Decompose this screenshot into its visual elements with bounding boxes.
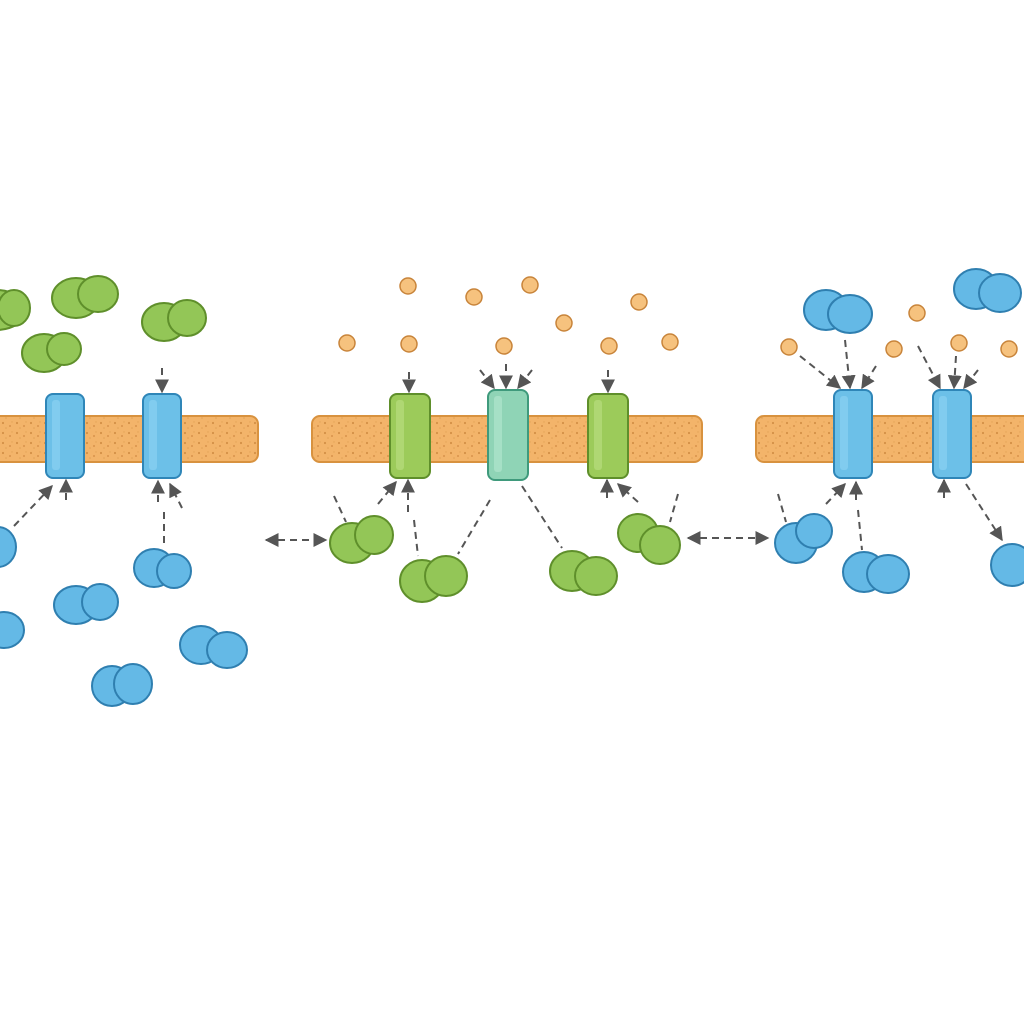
ion (630, 293, 648, 311)
ion (338, 334, 356, 352)
ion (555, 314, 573, 332)
blue-molecule (842, 551, 910, 594)
transport-arrow (841, 339, 856, 390)
panel-middle (311, 276, 703, 603)
transport-line (857, 509, 863, 551)
blue-molecule (953, 268, 1022, 313)
green-molecule (549, 550, 618, 596)
lipid-membrane (755, 415, 1024, 463)
ion (521, 276, 539, 294)
blue-molecule (179, 625, 248, 669)
blue-molecule (91, 663, 153, 707)
transport-arrow (963, 369, 979, 390)
green-molecule (399, 555, 468, 603)
transport-line (777, 493, 787, 523)
green-molecule (329, 515, 394, 564)
transport-line (669, 493, 679, 523)
ion (495, 337, 513, 355)
green-molecule (51, 275, 119, 319)
green-molecule (141, 299, 207, 342)
blue-molecule (774, 513, 833, 564)
transport-arrow (965, 483, 1003, 542)
green-molecule (21, 332, 82, 373)
blue-molecule (53, 583, 119, 625)
blue-molecule (803, 289, 873, 334)
transport-line (413, 519, 419, 557)
ion (1000, 340, 1018, 358)
transport-arrow (377, 480, 397, 505)
transport-arrow (13, 484, 53, 527)
ion (950, 334, 968, 352)
membrane-channel (932, 389, 972, 479)
green-molecule (617, 513, 681, 565)
membrane-channel (833, 389, 873, 479)
ion (465, 288, 483, 306)
green-molecule (0, 289, 31, 331)
transport-line (521, 485, 563, 549)
membrane-channel (389, 393, 431, 479)
ion (661, 333, 679, 351)
ion (780, 338, 798, 356)
membrane-channel (587, 393, 629, 479)
transport-arrow (799, 355, 842, 389)
blue-molecule (133, 548, 192, 589)
membrane-channel (487, 389, 529, 481)
panel-left (0, 275, 259, 707)
transport-arrow (861, 365, 877, 390)
transport-arrow (917, 345, 941, 390)
membrane-channel (142, 393, 182, 479)
panel-right (755, 268, 1024, 594)
ion (908, 304, 926, 322)
transport-arrow (169, 482, 183, 509)
transport-line (333, 495, 347, 523)
lipid-membrane (0, 415, 259, 463)
ion (400, 335, 418, 353)
transport-arrow (517, 369, 533, 390)
ion (600, 337, 618, 355)
blue-molecule (990, 543, 1024, 587)
transport-arrow (947, 355, 962, 390)
transport-arrow (825, 482, 846, 505)
transport-line (457, 499, 491, 555)
ion (885, 340, 903, 358)
blue-molecule (0, 526, 17, 568)
transport-arrow (479, 369, 495, 390)
transport-arrow (616, 483, 639, 503)
ion (399, 277, 417, 295)
blue-molecule (0, 611, 25, 649)
membrane-channel (45, 393, 85, 479)
